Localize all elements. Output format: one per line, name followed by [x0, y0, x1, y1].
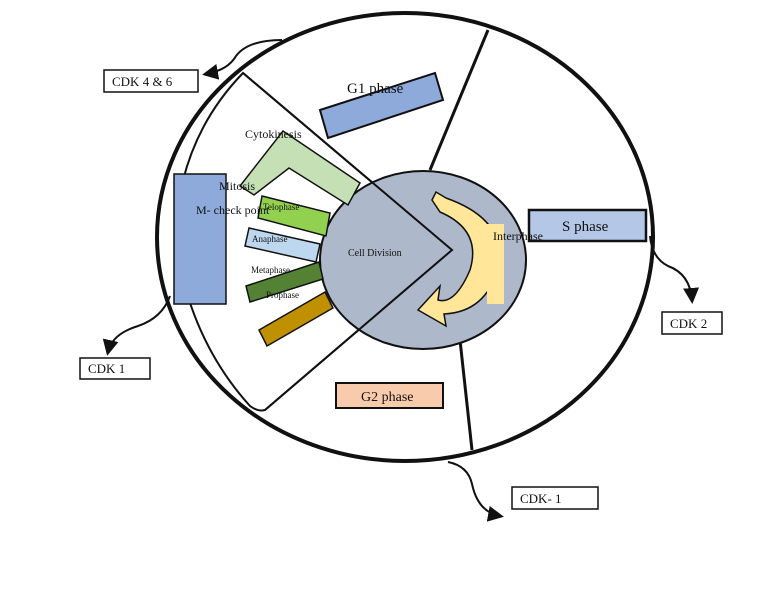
cdk-4-6-label: CDK 4 & 6	[112, 74, 173, 89]
s-phase-box	[527, 208, 648, 243]
cdk-1-left-box	[79, 357, 151, 380]
s-phase-label: S phase	[562, 219, 609, 235]
cdk-4-6-connector	[202, 39, 283, 80]
cdk-2-label: CDK 2	[670, 316, 707, 331]
mitosis-sector	[173, 71, 454, 412]
s-g2-divider	[458, 339, 474, 451]
g2-phase-label: G2 phase	[361, 390, 414, 405]
mitosis-label: Mitosis	[219, 179, 255, 193]
g1-s-divider	[428, 29, 490, 171]
cdk-1-left-connector	[102, 295, 171, 356]
prophase-label: Prophase	[266, 290, 299, 300]
cdk-2-connector	[649, 235, 700, 304]
metaphase-label: Metaphase	[251, 265, 290, 275]
m-checkpoint-box	[173, 173, 227, 305]
cdk-1-bottom-box	[511, 486, 599, 510]
g1-phase-label: G1 phase	[347, 81, 404, 97]
wedge-edge	[242, 72, 454, 411]
metaphase-bar	[245, 261, 324, 303]
cdk-2-box	[661, 311, 723, 335]
cytokinesis-shape	[238, 129, 361, 207]
interphase-label: Interphase	[493, 229, 543, 243]
cdk-1-bottom-connector	[447, 461, 504, 522]
anaphase-label: Anaphase	[252, 234, 288, 244]
g1-phase-box	[318, 71, 445, 140]
prophase-bar	[258, 290, 334, 348]
telophase-label: Telophase	[263, 202, 299, 212]
cell-division-label: Cell Division	[348, 248, 402, 259]
anaphase-bar	[244, 227, 321, 263]
cdk-1-bottom-label: CDK- 1	[520, 491, 562, 506]
cdk-1-left-label: CDK 1	[88, 361, 125, 376]
cdk-4-6-box	[103, 69, 199, 93]
g2-phase-box	[335, 382, 444, 409]
m-checkpoint-label: M- check point	[196, 203, 270, 217]
cytokinesis-label: Cytokinesis	[245, 127, 302, 141]
interphase-bar	[487, 224, 504, 304]
telophase-bar	[257, 195, 331, 237]
